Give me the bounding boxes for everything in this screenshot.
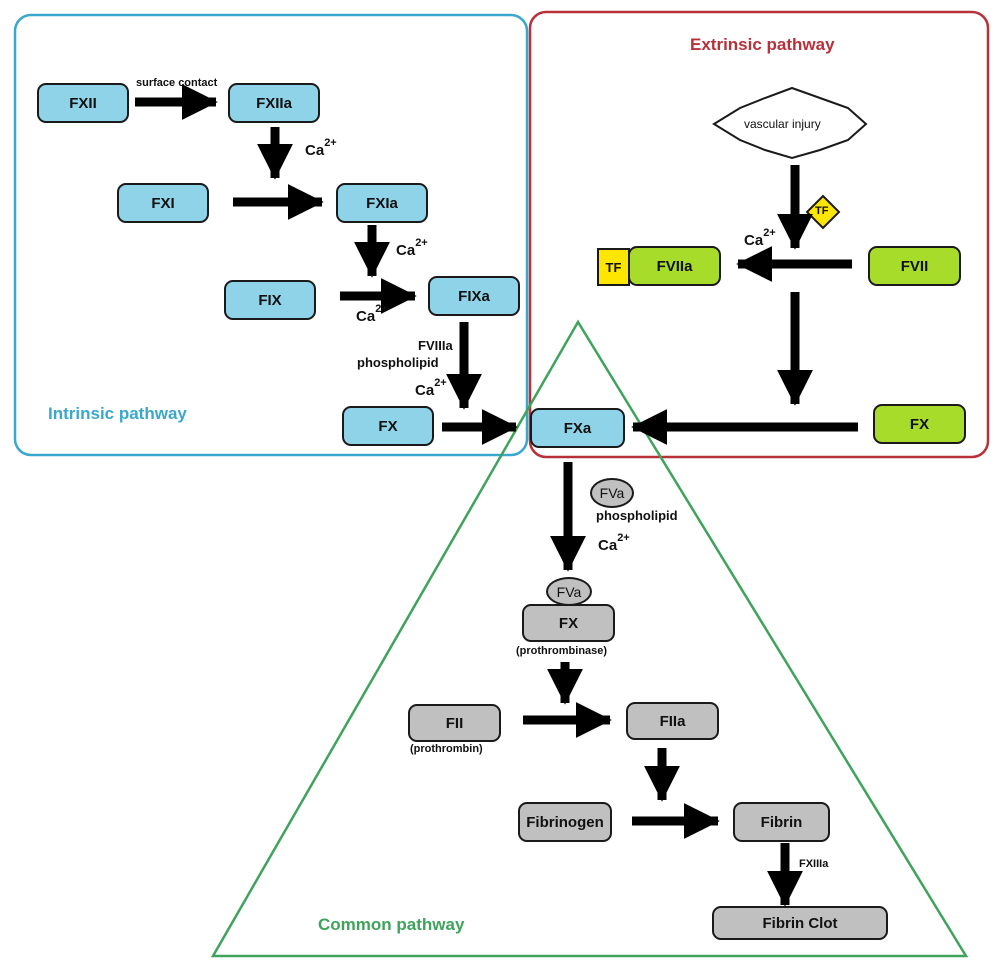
fixa-node: FIXa bbox=[428, 276, 520, 316]
fxi-node: FXI bbox=[117, 183, 209, 223]
fibrin-clot-node: Fibrin Clot bbox=[712, 906, 888, 940]
fxia-node: FXIa bbox=[336, 183, 428, 223]
fibrinogen-node: Fibrinogen bbox=[518, 802, 612, 842]
fviiia-label: FVIIIa bbox=[418, 338, 453, 353]
common-pathway-title: Common pathway bbox=[318, 915, 465, 934]
extrinsic-fx-node: FX bbox=[873, 404, 966, 444]
intrinsic-fx-node: FX bbox=[342, 406, 434, 446]
fxiia-node: FXIIa bbox=[228, 83, 320, 123]
vascular-injury-label: vascular injury bbox=[744, 117, 821, 131]
ca-label-extrinsic: Ca2+ bbox=[744, 227, 776, 249]
fvii-node: FVII bbox=[868, 246, 961, 286]
intrinsic-pathway-title: Intrinsic pathway bbox=[48, 404, 187, 423]
fiia-node: FIIa bbox=[626, 702, 719, 740]
fix-node: FIX bbox=[224, 280, 316, 320]
prothrombinase-fx-node: FX bbox=[522, 604, 615, 642]
fva-cofactor-ellipse: FVa bbox=[590, 478, 634, 508]
fxiiia-label: FXIIIa bbox=[799, 858, 829, 870]
common-region-triangle bbox=[210, 319, 969, 958]
common-phospholipid-label: phospholipid bbox=[596, 508, 678, 523]
fii-node: FII bbox=[408, 704, 501, 742]
fviia-node: FVIIa bbox=[628, 246, 721, 286]
tf-diamond bbox=[805, 194, 841, 230]
tf-box: TF bbox=[597, 248, 630, 286]
extrinsic-pathway-title: Extrinsic pathway bbox=[690, 35, 835, 54]
fva-complex-ellipse: FVa bbox=[546, 577, 592, 606]
tf-diamond-label: TF bbox=[815, 205, 829, 217]
prothrombin-label: (prothrombin) bbox=[410, 743, 483, 755]
ca-label-common: Ca2+ bbox=[598, 532, 630, 554]
intrinsic-region-border bbox=[13, 13, 529, 457]
intrinsic-phospholipid-label: phospholipid bbox=[357, 355, 439, 370]
prothrombinase-label: (prothrombinase) bbox=[516, 645, 608, 657]
ca-label-fixa: Ca2+ bbox=[415, 377, 447, 399]
ca-label-fix: Ca2+ bbox=[356, 303, 388, 325]
extrinsic-region-border bbox=[528, 10, 990, 459]
ca-label-fxiia: Ca2+ bbox=[305, 137, 337, 159]
fibrin-node: Fibrin bbox=[733, 802, 830, 842]
fxii-node: FXII bbox=[37, 83, 129, 123]
surface-contact-label: surface contact bbox=[136, 77, 218, 89]
ca-label-fxia: Ca2+ bbox=[396, 237, 428, 259]
vascular-injury-star bbox=[712, 86, 868, 160]
fxa-node: FXa bbox=[530, 408, 625, 448]
